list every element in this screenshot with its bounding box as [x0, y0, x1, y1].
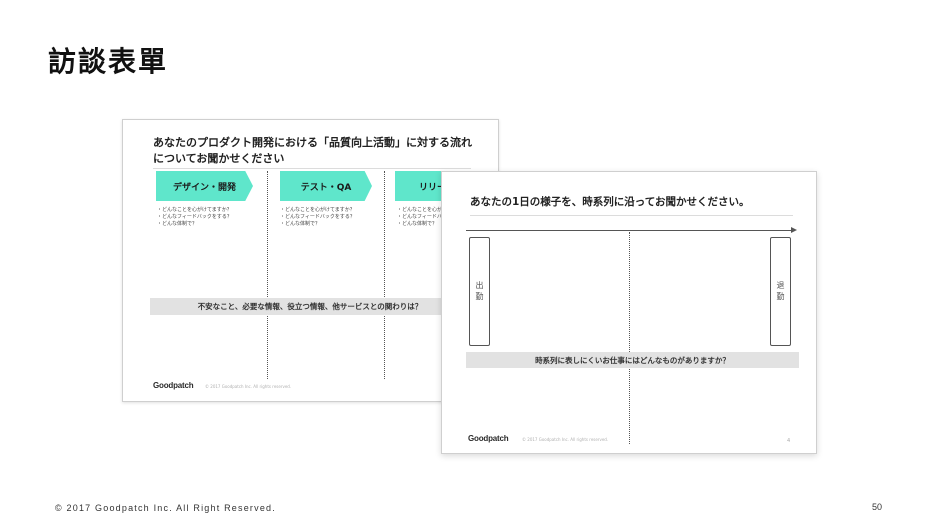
- goodpatch-logo: Goodpatch: [468, 434, 509, 443]
- phase-questions-test: ・どんなことを心がけてますか？ ・どんなフィードバックをする？ ・どんな体制で？: [280, 207, 355, 228]
- slide-back-copyright: © 2017 Goodpatch Inc. All rights reserve…: [205, 384, 292, 389]
- phase-label: デザイン・開発: [172, 182, 236, 193]
- phase-questions-design: ・どんなことを心がけてますか？ ・どんなフィードバックをする？ ・どんな体制で？: [157, 207, 232, 228]
- footer-copyright: © 2017 Goodpatch Inc. All Right Reserved…: [55, 503, 276, 513]
- question-item: ・どんなことを心がけてますか？: [280, 207, 355, 213]
- phase-questions-release: ・どんなことを心がけ ・どんなフィードバ ・どんな体制で？: [397, 207, 447, 228]
- slide-thumbnail-daily-timeline: あなたの1日の様子を、時系列に沿ってお聞かせください。 出勤 退勤 時系列に表し…: [441, 171, 817, 454]
- start-label: 出勤: [475, 280, 484, 303]
- question-item: ・どんな体制で？: [280, 221, 321, 227]
- phase-divider: [267, 171, 268, 379]
- goodpatch-logo: Goodpatch: [153, 381, 194, 390]
- phase-label: テスト・QA: [300, 182, 352, 193]
- start-box-arrive: 出勤: [469, 237, 490, 346]
- slide-back-title: あなたのプロダクト開発における「品質向上活動」に対する流れについてお聞かせくださ…: [153, 136, 472, 165]
- arrow-right-icon: [791, 227, 797, 233]
- phase-label: リリー: [419, 182, 447, 193]
- question-item: ・どんなフィードバックをする？: [280, 214, 355, 220]
- timeline-axis: [466, 230, 794, 231]
- slide-front-copyright: © 2017 Goodpatch Inc. All rights reserve…: [522, 437, 609, 442]
- question-item: ・どんなフィードバックをする？: [157, 214, 232, 220]
- band-text: 不安なこと、必要な情報、役立つ情報、他サービスとの関わりは？: [197, 302, 423, 311]
- page-title: 訪談表單: [48, 45, 169, 78]
- slide-front-title: あなたの1日の様子を、時系列に沿ってお聞かせください。: [470, 196, 750, 208]
- slide-thumbnail-quality-flow: あなたのプロダクト開発における「品質向上活動」に対する流れについてお聞かせくださ…: [122, 119, 499, 402]
- phase-chevron-test: テスト・QA: [280, 171, 372, 201]
- slide-back-title-rule: [153, 168, 471, 169]
- slide-front-page-number: 4: [787, 438, 791, 444]
- phase-divider: [384, 171, 385, 379]
- slide-front-band: 時系列に表しにくいお仕事にはどんなものがありますか？: [466, 352, 799, 368]
- end-box-leave: 退勤: [770, 237, 791, 346]
- timeline-midline: [629, 232, 630, 444]
- band-text: 時系列に表しにくいお仕事にはどんなものがありますか？: [535, 355, 730, 365]
- phase-chevron-design: デザイン・開発: [156, 171, 253, 201]
- question-item: ・どんな体制で？: [157, 221, 198, 227]
- question-item: ・どんなフィードバ: [397, 214, 442, 220]
- slide-front-title-rule: [470, 215, 793, 216]
- slide-back-band: 不安なこと、必要な情報、役立つ情報、他サービスとの関わりは？: [150, 298, 498, 315]
- page-number: 50: [872, 502, 883, 512]
- question-item: ・どんなことを心がけてますか？: [157, 207, 232, 213]
- question-item: ・どんなことを心がけ: [397, 207, 448, 213]
- question-item: ・どんな体制で？: [397, 221, 438, 227]
- end-label: 退勤: [776, 280, 785, 303]
